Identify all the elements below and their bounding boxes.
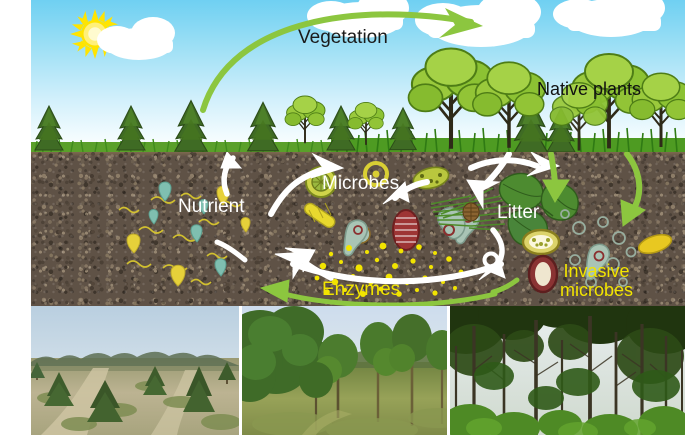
soil-layer	[31, 152, 685, 306]
invasive-microbe-cells	[521, 209, 673, 294]
label-vegetation: Vegetation	[298, 27, 388, 48]
photo-strip	[31, 306, 685, 435]
cloud-4	[553, 0, 665, 37]
tree-line	[31, 0, 685, 152]
photo-stage-2	[242, 306, 451, 435]
label-invasive-microbes: Invasive microbes	[560, 262, 633, 300]
label-microbes: Microbes	[322, 173, 400, 194]
soil-contents	[118, 152, 673, 306]
cloud-1	[97, 17, 175, 60]
photo-stage-3	[450, 306, 685, 435]
litter-pine-needles	[430, 187, 512, 231]
photo-stage-1	[31, 306, 243, 435]
nutrient-particles	[118, 181, 251, 287]
sky-background	[31, 0, 685, 152]
invasion-arrows	[259, 152, 647, 306]
label-invasive-line2: microbes	[560, 280, 634, 300]
label-invasive-line1: Invasive	[563, 261, 630, 281]
label-litter: Litter	[497, 202, 540, 223]
label-native-plants: Native plants	[537, 79, 642, 99]
soil-cycle-arrows	[214, 152, 561, 285]
label-enzymes: Enzymes	[322, 279, 401, 300]
label-nutrient: Nutrient	[178, 196, 245, 217]
vegetation-arrow	[200, 8, 483, 113]
